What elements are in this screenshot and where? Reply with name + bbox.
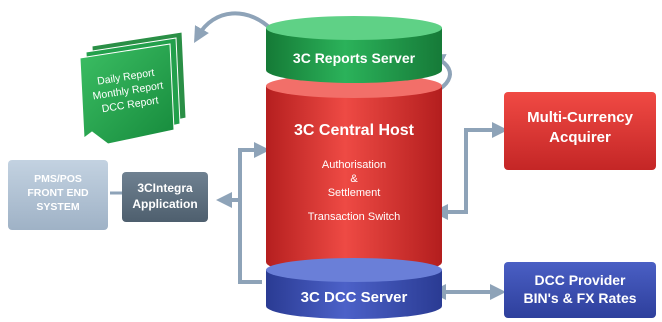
integra-line-1: 3CIntegra xyxy=(137,181,193,195)
acquirer-link-arrow xyxy=(432,122,508,220)
integra-box xyxy=(122,172,208,222)
dcc-server-label: 3C DCC Server xyxy=(300,289,408,306)
central-host-cylinder xyxy=(266,86,442,276)
reports-document-stack xyxy=(79,31,187,145)
acquirer-label: Multi-Currency Acquirer xyxy=(504,108,656,148)
integra-line-2: Application xyxy=(132,197,198,211)
ampersand-label: & xyxy=(350,173,358,185)
central-host-functions: Authorisation & Settlement Transaction S… xyxy=(266,158,442,224)
transaction-switch-label: Transaction Switch xyxy=(307,211,401,223)
central-host-integra-bracket-arrow xyxy=(224,150,262,284)
dcc-provider-line-1: DCC Provider xyxy=(534,272,626,288)
cylinder-stack xyxy=(266,16,442,319)
reports-server-label: 3C Reports Server xyxy=(292,50,416,66)
central-host-label: 3C Central Host xyxy=(293,122,415,139)
dcc-provider-box xyxy=(504,262,656,318)
dcc-provider-label: DCC Provider BIN's & FX Rates xyxy=(504,271,656,307)
dcc-server-cylinder xyxy=(266,270,442,319)
acquirer-line-1: Multi-Currency xyxy=(527,109,633,126)
reports-to-documents-arrow xyxy=(194,11,274,43)
pms-pos-line-2: FRONT END xyxy=(27,187,89,199)
integra-label: 3CIntegra Application xyxy=(122,180,208,212)
dcc-provider-line-2: BIN's & FX Rates xyxy=(523,290,637,306)
settlement-label: Settlement xyxy=(327,187,381,199)
authorisation-label: Authorisation xyxy=(321,159,387,171)
pms-pos-box xyxy=(8,160,108,230)
pms-pos-line-1: PMS/POS xyxy=(34,173,82,185)
pms-pos-label: PMS/POS FRONT END SYSTEM xyxy=(8,172,108,214)
reports-server-cylinder xyxy=(266,28,442,83)
acquirer-box xyxy=(504,92,656,170)
acquirer-line-2: Acquirer xyxy=(549,129,611,146)
pms-pos-line-3: SYSTEM xyxy=(36,201,80,213)
